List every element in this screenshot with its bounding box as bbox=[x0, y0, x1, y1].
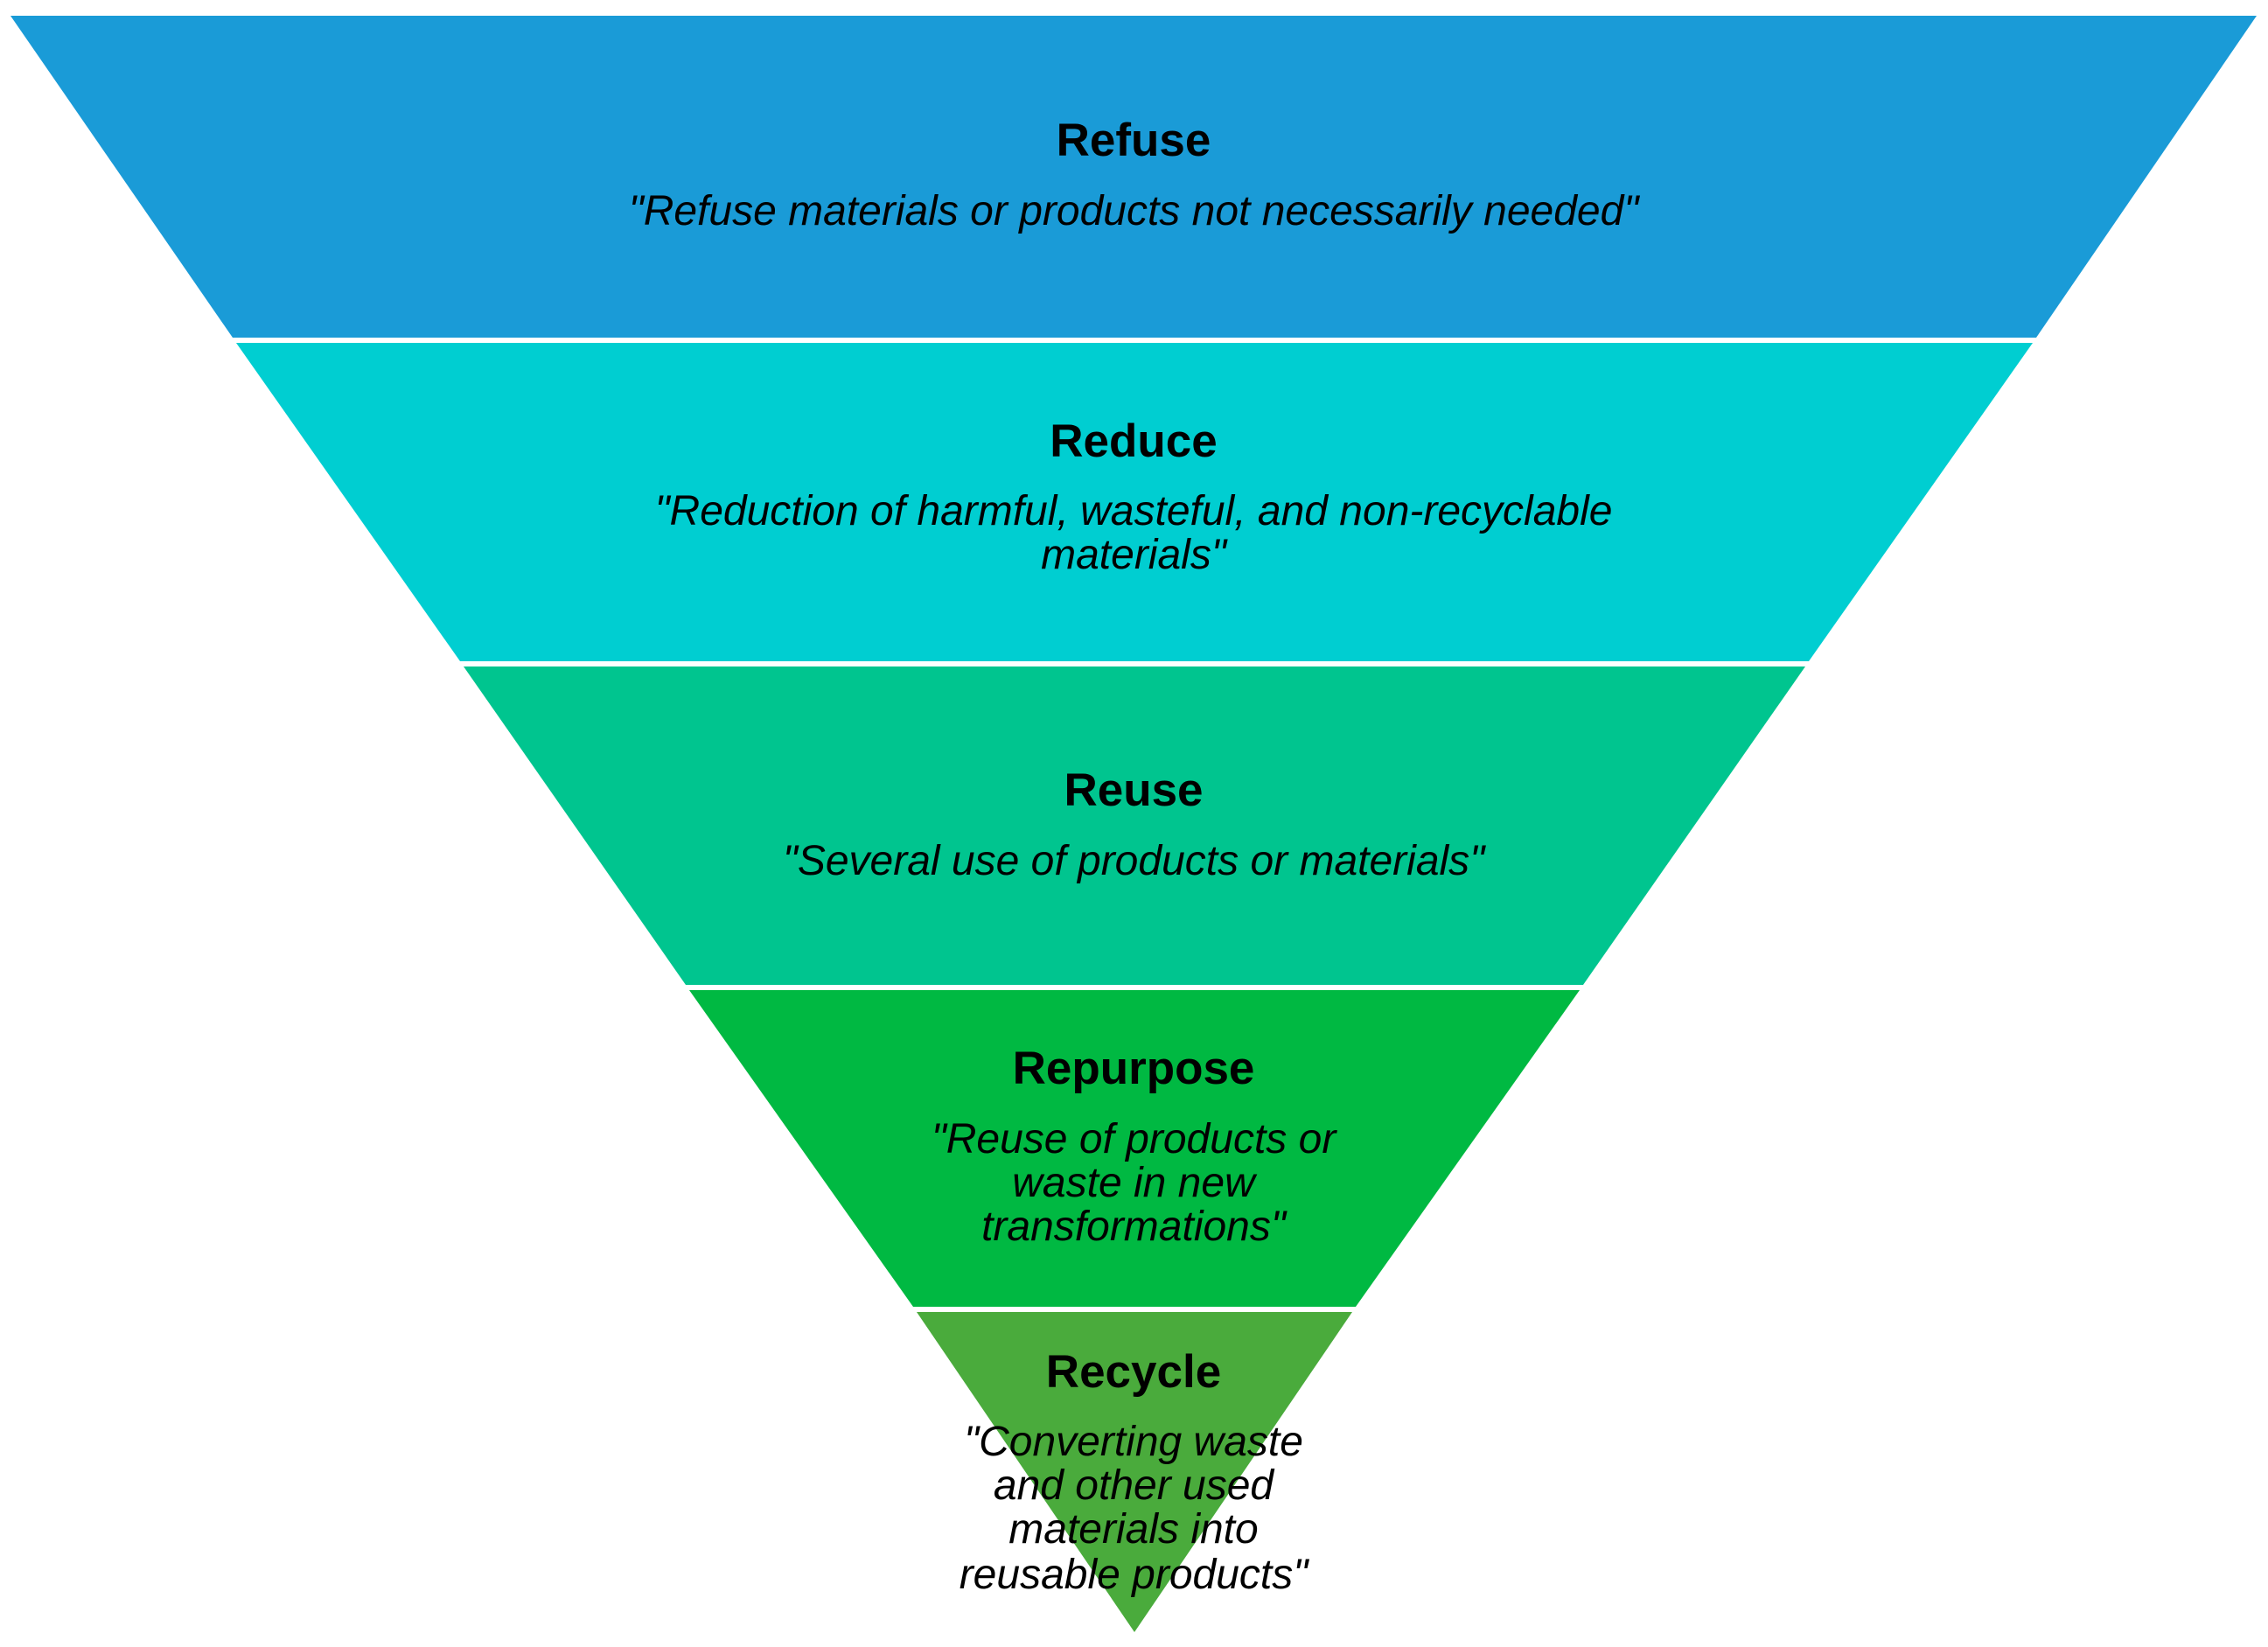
tier-recycle: Recycle "Converting waste and other used… bbox=[917, 1312, 1352, 1632]
tier-reduce-description-line-2: materials" bbox=[1041, 532, 1228, 578]
tier-reuse: Reuse "Several use of products or materi… bbox=[464, 666, 1805, 985]
tier-recycle-title: Recycle bbox=[1046, 1346, 1221, 1398]
tier-repurpose: Repurpose "Reuse of products or waste in… bbox=[689, 990, 1580, 1307]
tier-refuse-description: "Refuse materials or products not necess… bbox=[629, 188, 1641, 234]
tier-recycle-description-line-1: "Converting waste bbox=[964, 1419, 1303, 1465]
tier-recycle-description-line-2: and other used bbox=[994, 1462, 1275, 1509]
tier-reduce-description-line-1: "Reduction of harmful, wasteful, and non… bbox=[655, 488, 1613, 534]
tier-refuse-band bbox=[10, 16, 2257, 338]
tier-recycle-band bbox=[917, 1312, 1352, 1632]
tier-reduce: Reduce "Reduction of harmful, wasteful, … bbox=[236, 343, 2033, 661]
tier-repurpose-band bbox=[689, 990, 1580, 1307]
tier-refuse-title: Refuse bbox=[1057, 115, 1211, 166]
tier-repurpose-title: Repurpose bbox=[1013, 1043, 1255, 1094]
tier-repurpose-description-line-2: waste in new bbox=[1012, 1160, 1258, 1206]
tier-recycle-description-line-4: reusable products" bbox=[960, 1552, 1310, 1598]
tier-repurpose-description-line-1: "Reuse of products or bbox=[932, 1116, 1338, 1162]
tier-reuse-title: Reuse bbox=[1064, 764, 1203, 816]
tier-recycle-description-line-3: materials into bbox=[1008, 1506, 1258, 1553]
tier-reduce-title: Reduce bbox=[1050, 415, 1217, 467]
tier-refuse: Refuse "Refuse materials or products not… bbox=[10, 16, 2257, 338]
tier-reuse-band bbox=[464, 666, 1805, 985]
tier-repurpose-description-line-3: transformations" bbox=[981, 1204, 1288, 1250]
tier-reuse-description: "Several use of products or materials" bbox=[783, 838, 1486, 884]
tier-reduce-band bbox=[236, 343, 2033, 661]
